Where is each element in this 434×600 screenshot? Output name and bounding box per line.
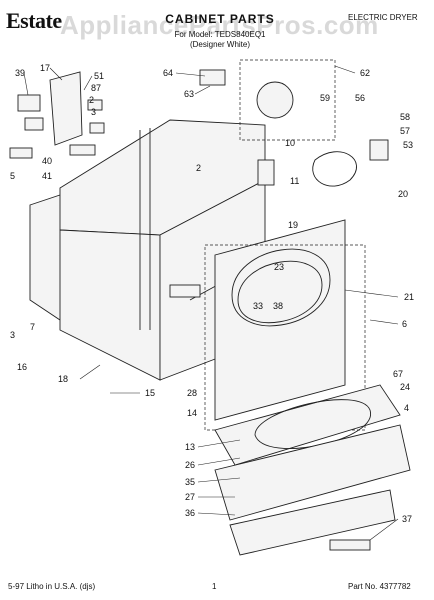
footer-part-no: Part No. 4377782: [348, 582, 411, 591]
callout-59: 59: [320, 93, 330, 103]
callout-11: 11: [290, 176, 299, 186]
callout-17: 17: [40, 63, 50, 73]
callout-3b: 3: [10, 330, 15, 340]
callout-38: 38: [273, 301, 283, 311]
callout-37: 37: [402, 514, 412, 524]
callout-5: 5: [10, 171, 15, 181]
motor-parts: [199, 59, 389, 187]
brand-logo: Estate: [6, 8, 62, 33]
console-parts: [9, 71, 105, 159]
callout-3a: 3: [91, 107, 96, 117]
callout-labels: 17 39 51 87 2 3 40 41 5 64 63 62 59 56 5…: [10, 63, 414, 524]
callout-16: 16: [17, 362, 27, 372]
callout-41: 41: [42, 171, 52, 181]
callout-15: 15: [145, 388, 155, 398]
callout-18: 18: [58, 374, 68, 384]
callout-53: 53: [403, 140, 413, 150]
callout-87: 87: [91, 83, 101, 93]
callout-19: 19: [288, 220, 298, 230]
callout-28: 28: [187, 388, 197, 398]
callout-35: 35: [185, 477, 195, 487]
callout-40: 40: [42, 156, 52, 166]
callout-2b: 2: [196, 163, 201, 173]
cabinet-body: [29, 119, 266, 381]
callout-64: 64: [163, 68, 173, 78]
callout-20: 20: [398, 189, 408, 199]
callout-39: 39: [15, 68, 25, 78]
callout-14: 14: [187, 408, 197, 418]
product-type: ELECTRIC DRYER: [348, 13, 418, 22]
callout-4: 4: [404, 403, 409, 413]
callout-24: 24: [400, 382, 410, 392]
callout-21: 21: [404, 292, 414, 302]
designer-line: (Designer White): [189, 40, 250, 49]
callout-7: 7: [30, 322, 35, 332]
front-panel: [204, 219, 366, 431]
footer-page: 1: [212, 582, 217, 591]
callout-57: 57: [400, 126, 410, 136]
callout-13: 13: [185, 442, 195, 452]
callout-56: 56: [355, 93, 365, 103]
callout-63: 63: [184, 89, 194, 99]
callout-2a: 2: [89, 95, 94, 105]
leader-lines: [23, 65, 399, 541]
watermark: AppliancePartsPros.com: [60, 10, 379, 40]
callout-62: 62: [360, 68, 370, 78]
callout-23: 23: [274, 262, 284, 272]
callout-33: 33: [253, 301, 263, 311]
callout-10: 10: [285, 138, 295, 148]
callout-26: 26: [185, 460, 195, 470]
model-line: For Model: TEDS840EQ1: [174, 30, 266, 39]
callout-51: 51: [94, 71, 104, 81]
footer-litho: 5-97 Litho in U.S.A. (djs): [8, 582, 96, 591]
callout-6: 6: [402, 319, 407, 329]
callout-67: 67: [393, 369, 403, 379]
callout-27: 27: [185, 492, 195, 502]
page-title: CABINET PARTS: [165, 12, 275, 26]
callout-36: 36: [185, 508, 195, 518]
base-assembly: [214, 384, 411, 556]
callout-58: 58: [400, 112, 410, 122]
